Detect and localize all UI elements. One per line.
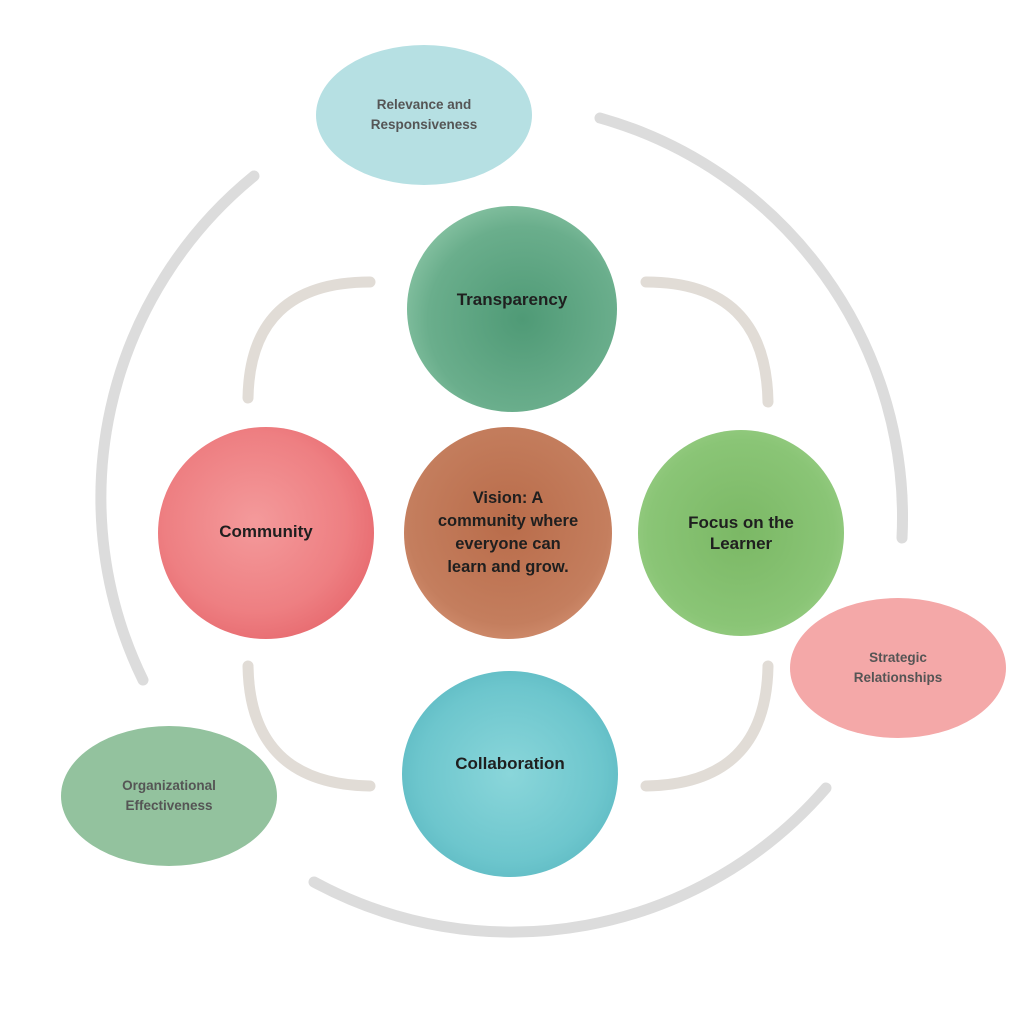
organizational-effectiveness-label: Organizational Effectiveness (122, 778, 216, 813)
inner-ring-arc-top-left (242, 276, 376, 404)
community-circle (158, 427, 374, 639)
strategic-relationships-label: Strategic Relationships (853, 650, 943, 685)
strategic-relationships-oval (790, 598, 1006, 738)
collaboration-label: Collaboration (455, 754, 565, 774)
inner-ring (242, 276, 774, 792)
inner-ring-arc-top-right (640, 276, 774, 408)
transparency-label: Transparency (456, 290, 568, 310)
outer-ring-arc-left (95, 170, 260, 686)
vision-circle (404, 427, 612, 639)
focus-on-learner-circle (638, 430, 844, 636)
focus-on-learner-label: Focus on the Learner (688, 512, 794, 553)
inner-ring-arc-bottom-left (242, 660, 376, 792)
outer-ring-arc-bottom (308, 782, 832, 938)
outer-ring-arc-right (594, 112, 908, 544)
organizational-effectiveness-oval (61, 726, 277, 866)
collaboration-circle (402, 671, 618, 877)
transparency-circle (407, 206, 617, 412)
vision-label: Vision: A community where everyone can l… (437, 488, 579, 577)
relevance-label: Relevance and Responsiveness (370, 97, 478, 132)
relevance-oval (316, 45, 532, 185)
community-label: Community (219, 522, 313, 542)
outer-ring (95, 112, 908, 938)
inner-ring-arc-bottom-right (640, 660, 774, 792)
